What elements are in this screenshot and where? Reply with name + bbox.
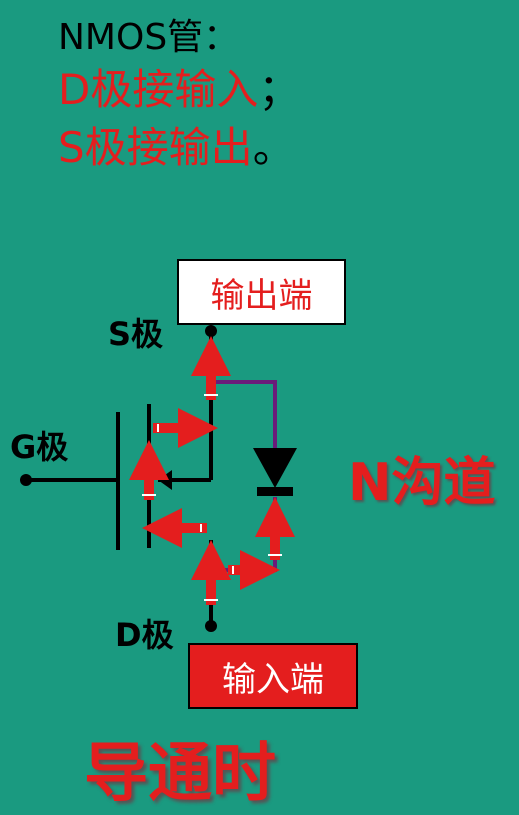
drain-letter: D bbox=[58, 65, 91, 114]
source-terminal-dot bbox=[205, 325, 217, 337]
nmos-heading: NMOS管： bbox=[58, 17, 240, 58]
circuit-wires bbox=[26, 330, 213, 625]
n-channel-label: N沟道 bbox=[348, 453, 496, 513]
input-terminal-box: 输入端 bbox=[188, 643, 358, 709]
drain-line-punct: ； bbox=[258, 65, 301, 114]
source-line-punct: 。 bbox=[252, 123, 295, 172]
output-terminal-box: 输出端 bbox=[177, 259, 346, 325]
drain-terminal-label: D极 bbox=[115, 616, 174, 654]
arrow-highlights bbox=[142, 394, 282, 601]
source-letter: S bbox=[58, 123, 85, 172]
drain-input-line: D极接输入； bbox=[58, 56, 300, 117]
gate-terminal-dot bbox=[20, 474, 32, 486]
source-output-line: S极接输出。 bbox=[58, 114, 295, 175]
drain-terminal-dot bbox=[205, 620, 217, 632]
conducting-caption: 导通时 bbox=[84, 737, 276, 811]
substrate-arrow bbox=[158, 470, 172, 490]
source-terminal-label: S极 bbox=[108, 315, 164, 353]
current-flow-arrows bbox=[129, 336, 295, 605]
channel-wire bbox=[211, 380, 277, 572]
drain-line-text: 极接输入 bbox=[90, 65, 259, 114]
diode-symbol bbox=[253, 448, 297, 496]
output-terminal-label: 输出端 bbox=[210, 275, 313, 316]
input-terminal-label: 输入端 bbox=[222, 659, 324, 700]
gate-terminal-label: G极 bbox=[10, 428, 69, 466]
source-line-text: 极接输出 bbox=[84, 123, 253, 172]
